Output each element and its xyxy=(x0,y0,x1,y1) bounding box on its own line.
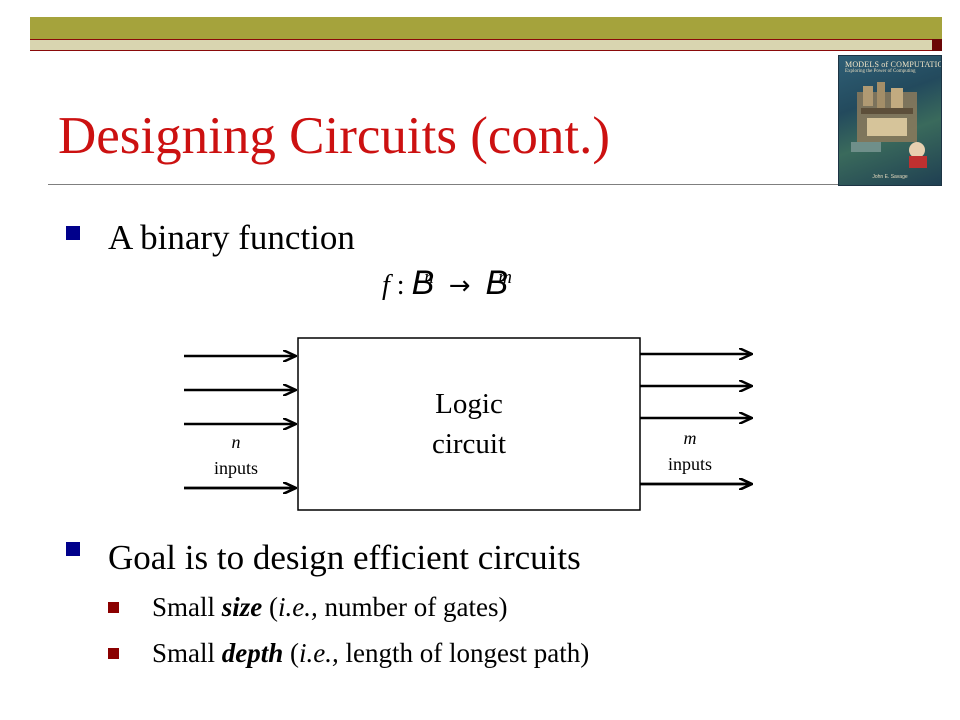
sub-bullet-depth: Small depth (i.e., length of longest pat… xyxy=(152,638,589,669)
sub-bullet-depth-post: length of longest path) xyxy=(338,638,590,668)
bullet-text-binary-function: A binary function xyxy=(108,218,355,257)
bullet-marker xyxy=(66,226,80,240)
sub-bullet-size-paren: ( xyxy=(262,592,279,622)
title-divider xyxy=(48,184,838,185)
input-arrows xyxy=(184,356,296,488)
formula-domain-exponent: n xyxy=(424,267,434,288)
sub-bullet-size: Small size (i.e., number of gates) xyxy=(152,592,507,623)
formula-codomain-exponent: m xyxy=(498,267,512,288)
formula-domain: B xyxy=(411,264,435,302)
bullet-text-goal: Goal is to design efficient circuits xyxy=(108,538,581,577)
bullet-marker xyxy=(66,542,80,556)
output-count-variable: m xyxy=(683,428,697,448)
formula-function: f xyxy=(382,270,390,301)
formula-colon: : xyxy=(396,270,405,301)
sub-bullet-size-pre: Small xyxy=(152,592,222,622)
book-cover-image: MODELS of COMPUTATION Exploring the Powe… xyxy=(838,55,942,186)
sub-bullet-marker xyxy=(108,602,119,613)
sub-bullet-marker xyxy=(108,648,119,659)
input-label: inputs xyxy=(213,458,258,478)
sub-bullet-depth-term: depth xyxy=(221,638,284,668)
book-subtitle: Exploring the Power of Computing xyxy=(845,69,916,74)
logic-box-line2: circuit xyxy=(431,428,507,460)
logic-box-line1: Logic xyxy=(435,388,503,420)
formula-codomain: B xyxy=(485,264,509,302)
header-bar-olive xyxy=(30,17,942,39)
sub-bullet-depth-ie: i.e., xyxy=(299,638,339,668)
input-count-variable: n xyxy=(231,432,241,452)
header-bar-light xyxy=(30,40,932,50)
book-title: MODELS of COMPUTATION xyxy=(845,60,942,69)
book-illustration xyxy=(851,82,927,168)
sub-bullet-depth-paren: ( xyxy=(283,638,300,668)
output-arrows xyxy=(640,354,752,484)
header-bar-corner xyxy=(932,39,942,51)
output-label: inputs xyxy=(667,454,712,474)
slide-title: Designing Circuits (cont.) xyxy=(58,107,610,165)
logic-circuit-box xyxy=(297,337,641,511)
sub-bullet-size-term: size xyxy=(221,592,263,622)
book-author: John E. Savage xyxy=(872,174,908,180)
formula-arrow: → xyxy=(448,271,471,301)
function-formula: f : Bn → Bm xyxy=(382,264,512,303)
sub-bullet-size-ie: i.e., xyxy=(278,592,318,622)
sub-bullet-size-post: number of gates) xyxy=(317,592,508,622)
sub-bullet-depth-pre: Small xyxy=(152,638,222,668)
